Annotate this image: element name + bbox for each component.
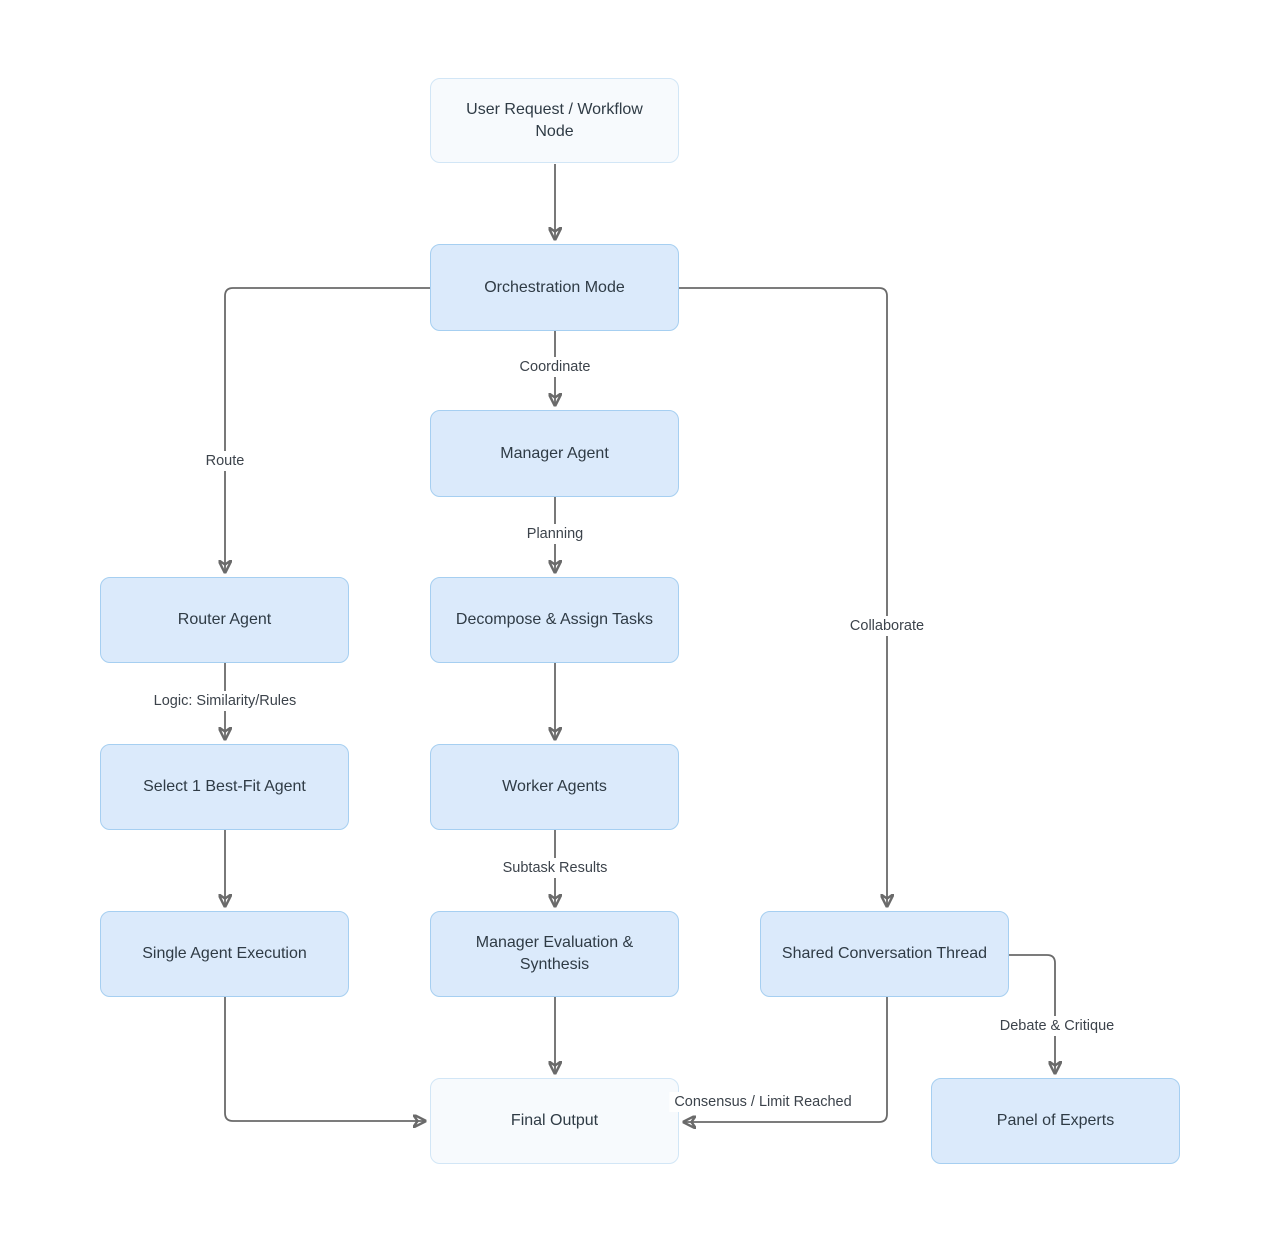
edge-label-logic-similarity-rules: Logic: Similarity/Rules [148,691,302,711]
edge-label-collaborate: Collaborate [844,616,930,636]
node-panel-of-experts-label: Panel of Experts [996,1112,1115,1129]
edge-shared-to-panel [1009,954,1055,1073]
node-manager-agent: Manager Agent [430,410,679,497]
node-manager-agent-label: Manager Agent [500,444,609,462]
edge-orchestration-to-router [225,287,430,572]
edge-label-subtask-results: Subtask Results [497,858,613,878]
node-final-output-label: Final Output [510,1112,599,1129]
node-user-request: User Request / Workflow Node [430,78,679,163]
node-orchestration-mode: Orchestration Mode [430,244,679,331]
node-final-output: Final Output [430,1078,679,1164]
node-manager-evaluation-synthesis: Manager Evaluation & Synthesis [430,911,679,997]
node-worker-agents: Worker Agents [430,744,679,830]
node-single-agent-execution: Single Agent Execution [100,911,349,997]
node-panel-of-experts: Panel of Experts [931,1078,1180,1164]
edge-label-planning: Planning [521,524,589,544]
edge-label-consensus-limit-reached: Consensus / Limit Reached [669,1092,857,1112]
node-select-best-fit-agent: Select 1 Best-Fit Agent [100,744,349,830]
node-decompose-assign-tasks-label: Decompose & Assign Tasks [455,611,654,628]
edge-single-to-final [224,997,425,1121]
edge-shared-to-final [684,997,888,1122]
node-router-agent: Router Agent [100,577,349,663]
edge-orchestration-to-shared [679,287,887,906]
node-single-agent-execution-label: Single Agent Execution [142,945,307,962]
edge-label-coordinate: Coordinate [514,357,596,377]
edge-label-debate-critique: Debate & Critique [994,1016,1120,1036]
node-manager-evaluation-synthesis-label: Manager Evaluation & Synthesis [475,934,634,973]
node-router-agent-label: Router Agent [177,611,272,628]
node-select-best-fit-agent-label: Select 1 Best-Fit Agent [143,778,306,795]
node-orchestration-mode-label: Orchestration Mode [484,278,625,296]
node-shared-conversation-thread-label: Shared Conversation Thread [781,945,988,962]
edge-label-route: Route [200,451,250,471]
node-decompose-assign-tasks: Decompose & Assign Tasks [430,577,679,663]
node-worker-agents-label: Worker Agents [502,778,607,795]
node-user-request-label: User Request / Workflow Node [466,100,643,140]
node-shared-conversation-thread: Shared Conversation Thread [760,911,1009,997]
